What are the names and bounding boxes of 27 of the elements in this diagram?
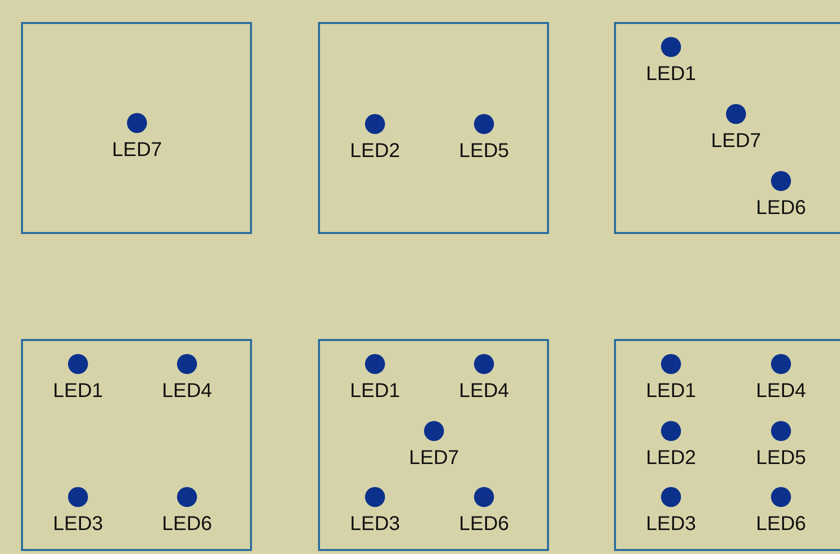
led-label: LED1	[52, 380, 104, 402]
panel	[614, 339, 840, 551]
led-label: LED4	[458, 380, 510, 402]
led-label: LED4	[162, 380, 212, 402]
led-label: LED1	[350, 380, 400, 402]
panel	[318, 339, 549, 551]
led-label: LED1	[646, 63, 696, 85]
panel	[318, 22, 549, 234]
led-label: LED6	[756, 197, 806, 219]
led-label: LED7	[408, 447, 460, 469]
led-label: LED6	[756, 513, 806, 535]
led-label: LED3	[350, 513, 400, 535]
led-label: LED4	[756, 380, 806, 402]
panel	[21, 339, 252, 551]
panel	[614, 22, 840, 234]
led-label: LED7	[710, 130, 762, 152]
led-label: LED7	[112, 139, 162, 161]
led-label: LED6	[458, 513, 510, 535]
led-label: LED6	[162, 513, 212, 535]
panel	[21, 22, 252, 234]
led-label: LED1	[646, 380, 696, 402]
led-label: LED2	[646, 447, 696, 469]
led-label: LED3	[52, 513, 104, 535]
led-label: LED2	[350, 140, 400, 162]
led-label: LED5	[458, 140, 510, 162]
led-label: LED3	[646, 513, 696, 535]
led-label: LED5	[756, 447, 806, 469]
